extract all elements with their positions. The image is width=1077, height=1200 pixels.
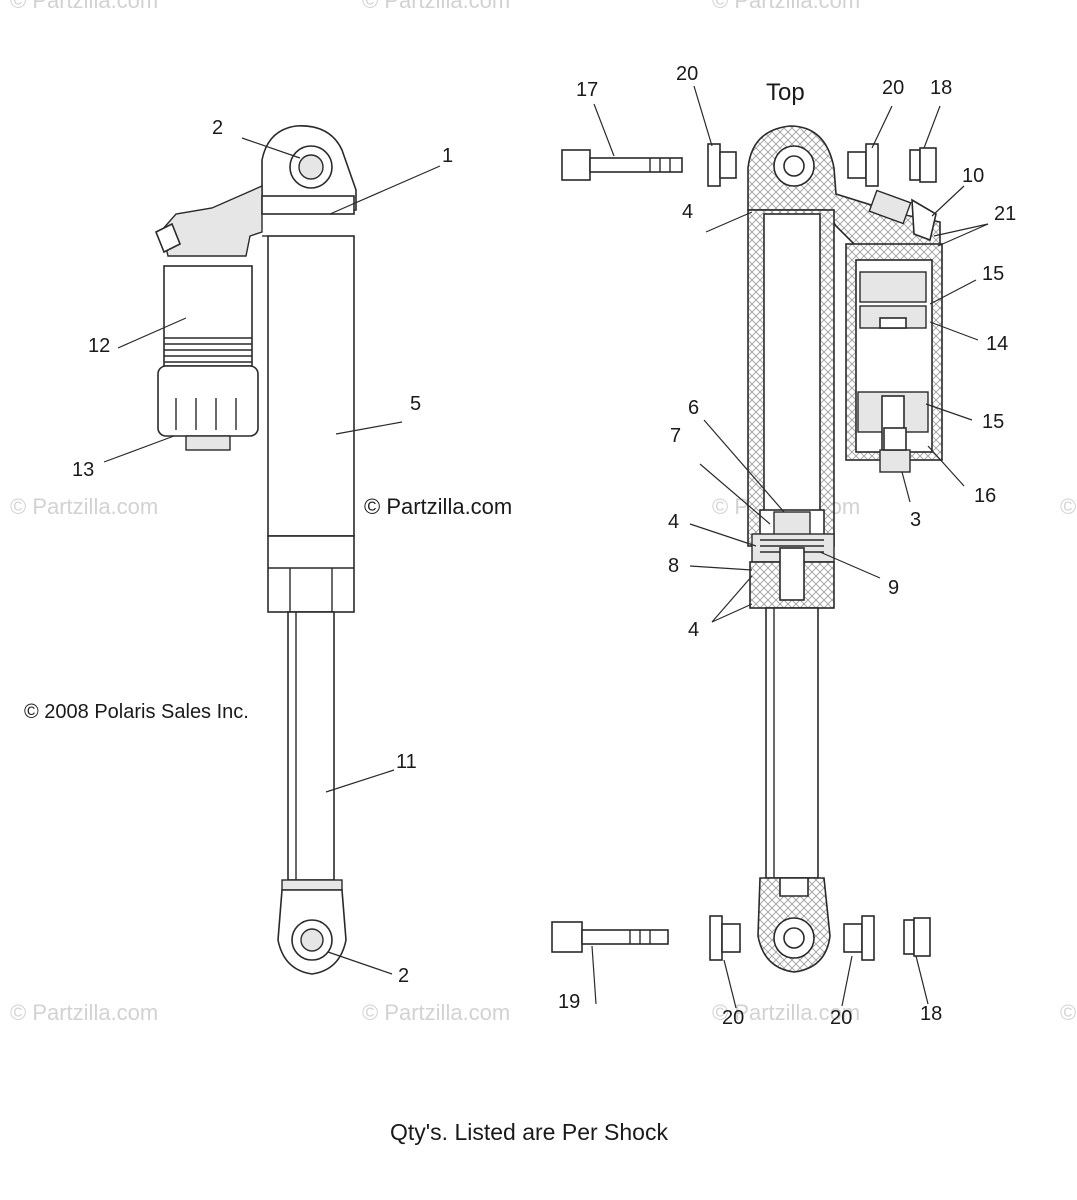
leader-lines [103, 85, 989, 1009]
callout-7: 7 [670, 425, 681, 447]
watermark: © Partzilla.com [1060, 494, 1077, 519]
callout-9: 9 [888, 577, 899, 599]
callout-4: 4 [688, 619, 699, 641]
partzilla-copyright: © Partzilla.com [364, 494, 512, 519]
watermark: © Partzilla.com [1060, 1000, 1077, 1025]
callout-16: 16 [974, 485, 996, 507]
callout-11: 11 [396, 751, 417, 773]
callout-14: 14 [986, 333, 1008, 355]
callout-21: 21 [994, 203, 1016, 225]
watermark: © Partzilla.com [10, 494, 158, 519]
callout-4: 4 [682, 201, 693, 223]
callout-2: 2 [398, 965, 409, 987]
watermark: © Partzilla.com [10, 1000, 158, 1025]
callout-18: 18 [930, 77, 952, 99]
hardware [551, 143, 937, 961]
cutaway-shock-drawing [747, 125, 943, 973]
callouts: 1 2 2 3 4 4 4 5 6 7 8 9 10 11 12 13 14 1… [72, 63, 1016, 1029]
watermark: © Partzilla.com [10, 0, 158, 13]
top-view-heading: Top [766, 79, 805, 106]
watermark: © Partzilla.com [712, 1000, 860, 1025]
callout-17: 17 [576, 79, 598, 101]
callout-2: 2 [212, 117, 223, 139]
watermarks: © Partzilla.com © Partzilla.com © Partzi… [10, 0, 1077, 1025]
assembled-shock-drawing [154, 125, 357, 975]
callout-19: 19 [558, 991, 580, 1013]
polaris-copyright: © 2008 Polaris Sales Inc. [24, 701, 249, 723]
callout-8: 8 [668, 555, 679, 577]
callout-15: 15 [982, 263, 1004, 285]
callout-4: 4 [668, 511, 679, 533]
footer-note: Qty's. Listed are Per Shock [390, 1119, 668, 1145]
callout-13: 13 [72, 459, 94, 481]
watermark: © Partzilla.com [362, 1000, 510, 1025]
watermark: © Partzilla.com [362, 0, 510, 13]
callout-3: 3 [910, 509, 921, 531]
callout-20: 20 [830, 1007, 852, 1029]
watermark: © Partzilla.com [712, 0, 860, 13]
callout-1: 1 [442, 145, 453, 167]
callout-10: 10 [962, 165, 984, 187]
callout-15: 15 [982, 411, 1004, 433]
callout-20: 20 [722, 1007, 744, 1029]
callout-5: 5 [410, 393, 421, 415]
callout-20: 20 [882, 77, 904, 99]
callout-20: 20 [676, 63, 698, 85]
callout-18: 18 [920, 1003, 942, 1025]
callout-12: 12 [88, 335, 110, 357]
callout-6: 6 [688, 397, 699, 419]
